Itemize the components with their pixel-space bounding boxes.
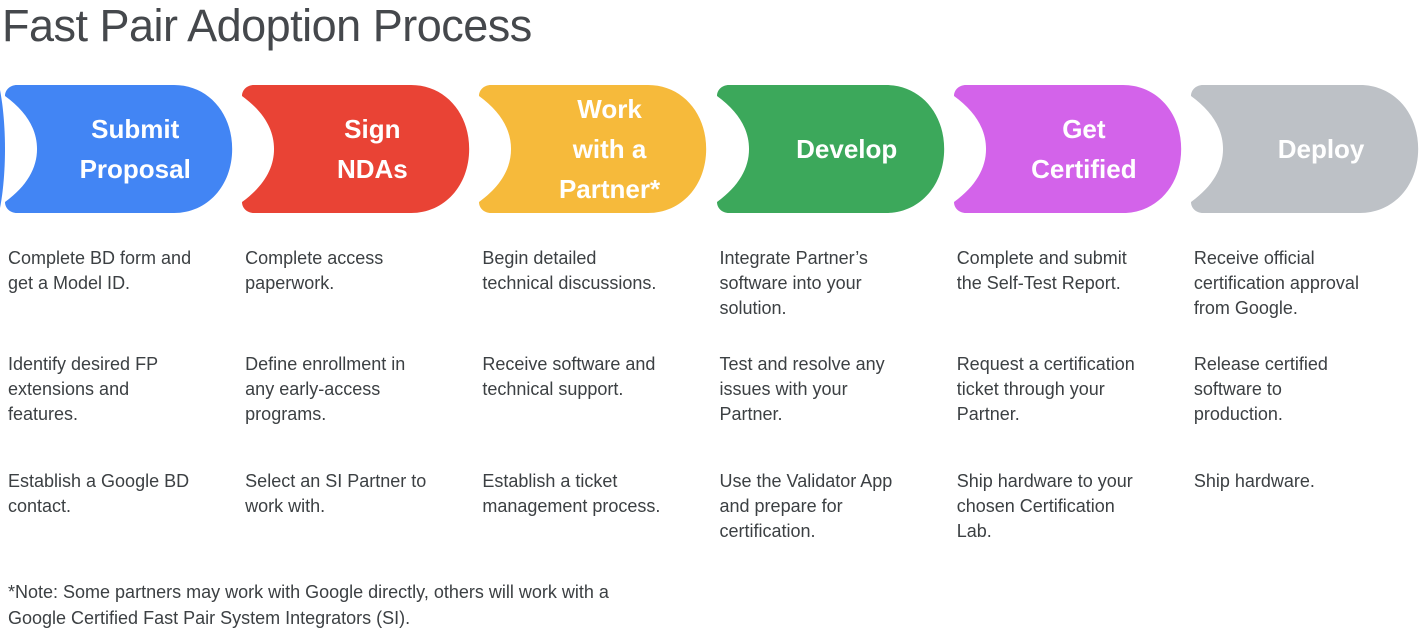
notes-column-develop: Integrate Partner’s software into your s… [712,246,949,576]
stage-label: Get Certified [1031,114,1137,184]
stage-note: Complete BD form and get a Model ID. [8,248,192,293]
process-flow: Submit Proposal Sign NDAs Work with a Pa… [0,85,1423,213]
stage-note: Establish a ticket management process. [482,471,661,516]
stage-note: Select an SI Partner to work with. [245,471,427,516]
stage-label: Sign NDAs [336,114,408,184]
notes-column-submit-proposal: Complete BD form and get a Model ID. Ide… [0,246,237,576]
stage-submit-proposal: Submit Proposal [0,85,237,213]
notes-column-sign-ndas: Complete access paperwork. Define enroll… [237,246,474,576]
stage-deploy: Deploy [1186,85,1423,213]
stage-label: Work with a Partner* [558,94,661,204]
stage-arrow-shape-icon [0,85,233,213]
stage-note: Identify desired FP extensions and featu… [8,354,159,424]
stage-body [953,85,1181,213]
stage-note: Integrate Partner’s software into your s… [719,248,868,318]
stage-note: Use the Validator App and prepare for ce… [719,471,893,541]
stage-note: Complete and submit the Self-Test Report… [956,248,1127,293]
stage-body [5,85,233,213]
stage-body [479,85,707,213]
stage-work-with-a-partner: Work with a Partner* [474,85,711,213]
stage-sign-ndas: Sign NDAs [237,85,474,213]
stage-body [242,85,470,213]
stage-note: Ship hardware. [1193,471,1315,491]
stage-label: Deploy [1277,134,1365,164]
stage-arrow-shape-icon [716,85,944,213]
notes-column-work-with-a-partner: Begin detailed technical discussions. Re… [474,246,711,576]
stage-note: Establish a Google BD contact. [8,471,190,516]
stage-arrow-shape-icon [242,85,470,213]
stage-note: Receive official certification approval … [1193,248,1359,318]
stage-note: Begin detailed technical discussions. [482,248,657,293]
stage-note: Define enrollment in any early-access pr… [245,354,406,424]
stage-body [1190,85,1419,213]
stage-get-certified: Get Certified [949,85,1186,213]
stage-note: Complete access paperwork. [245,248,384,293]
stage-note: Test and resolve any issues with your Pa… [719,354,885,424]
page-title: Fast Pair Adoption Process [2,0,532,51]
notes-column-deploy: Receive official certification approval … [1186,246,1423,576]
stage-note: Ship hardware to your chosen Certificati… [956,471,1133,541]
stage-body [716,85,944,213]
stage-arrow-shape-icon [1190,85,1419,213]
footnote: *Note: Some partners may work with Googl… [8,582,609,628]
stage-notes: Complete BD form and get a Model ID. Ide… [0,246,1423,576]
stage-note: Receive software and technical support. [482,354,656,399]
stage-arrow-shape-icon [479,85,707,213]
stage-left-sliver [0,90,6,208]
stage-note: Request a certification ticket through y… [956,354,1135,424]
stage-label: Submit Proposal [79,114,191,184]
stage-label: Develop [796,134,898,164]
stage-arrow-shape-icon [953,85,1181,213]
stage-note: Release certified software to production… [1193,354,1328,424]
stage-develop: Develop [712,85,949,213]
notes-column-get-certified: Complete and submit the Self-Test Report… [949,246,1186,576]
